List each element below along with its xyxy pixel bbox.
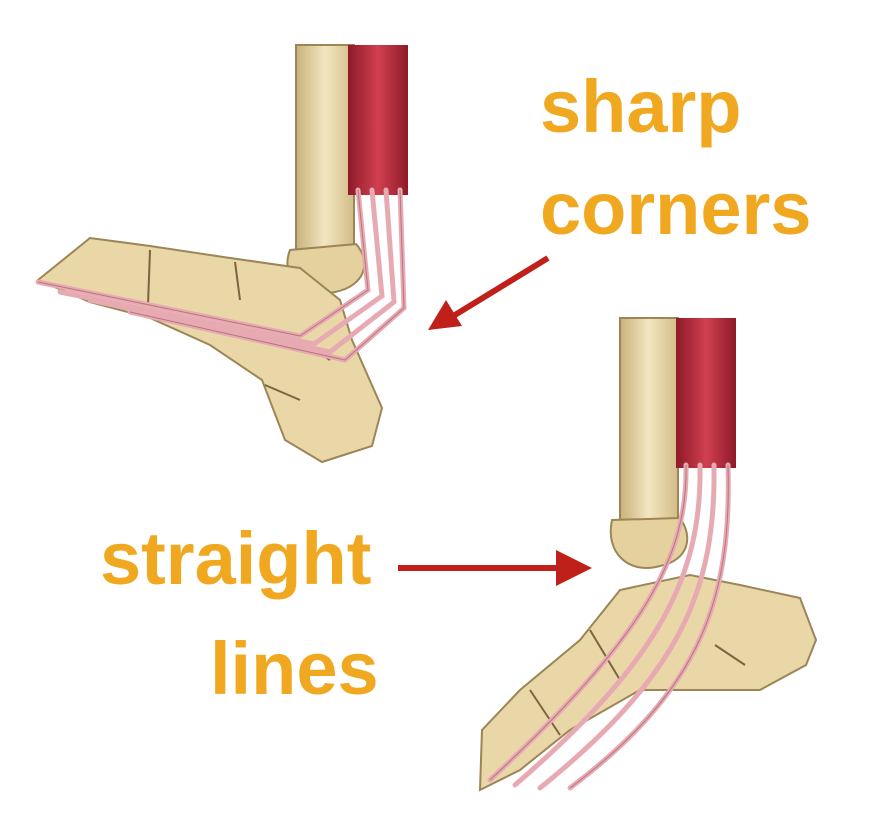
bone-joint-lines xyxy=(147,249,331,401)
bone-joint-lines xyxy=(529,629,746,736)
foot-sharp-corners xyxy=(35,44,408,464)
arrow-to-sharp-corners-icon xyxy=(428,255,550,330)
muscle xyxy=(676,318,736,468)
foot-straight-lines xyxy=(478,317,818,792)
tendon-edges xyxy=(489,464,729,789)
arrow-to-straight-lines-icon xyxy=(398,550,592,586)
label-corners: corners xyxy=(540,167,812,250)
label-straight: straight xyxy=(100,517,372,600)
fibula-bone xyxy=(619,317,679,534)
label-lines: lines xyxy=(210,627,379,710)
fibula-bone xyxy=(295,44,355,266)
label-sharp: sharp xyxy=(540,65,742,148)
tendon-edges xyxy=(37,189,405,361)
muscle xyxy=(348,45,408,195)
foot-bones xyxy=(36,236,384,464)
